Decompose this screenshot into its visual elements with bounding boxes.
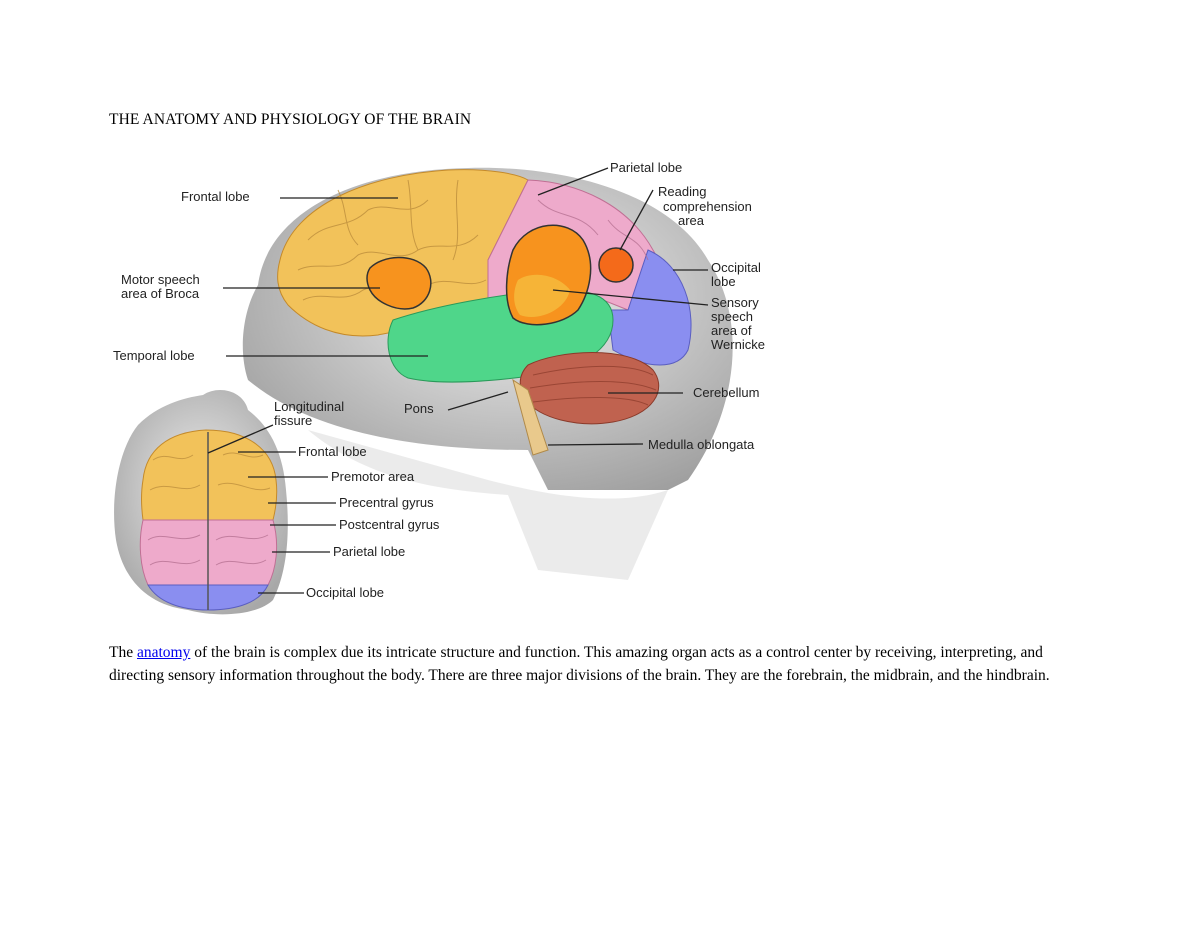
label-pons: Pons (404, 401, 434, 416)
label-sensory-3: area of (711, 323, 752, 338)
cerebellum-region (519, 352, 660, 425)
label-top-postcentral: Postcentral gyrus (339, 517, 440, 532)
brain-anatomy-figure: Frontal lobe Parietal lobe Reading compr… (108, 150, 788, 620)
label-sensory-4: Wernicke (711, 337, 765, 352)
brainstem-region (512, 378, 549, 456)
reading-comprehension-area (598, 247, 634, 283)
label-parietal-lobe: Parietal lobe (610, 160, 682, 175)
label-cerebellum: Cerebellum (693, 385, 759, 400)
anatomy-link[interactable]: anatomy (136, 644, 191, 661)
label-temporal-lobe: Temporal lobe (113, 348, 195, 363)
label-top-parietal-lobe: Parietal lobe (333, 544, 405, 559)
cerebellum-folds (529, 365, 657, 406)
label-reading-3: area (678, 213, 705, 228)
label-sensory-2: speech (711, 309, 753, 324)
paragraph-text-start: The (109, 644, 137, 661)
paragraph-text-rest: of the brain is complex due its intricat… (109, 644, 1050, 684)
label-top-occipital-lobe: Occipital lobe (306, 585, 384, 600)
label-top-longitudinal-2: fissure (274, 413, 312, 428)
label-top-longitudinal-1: Longitudinal (274, 399, 344, 414)
wernicke-inner (514, 274, 570, 318)
top-gyri (149, 452, 271, 491)
head-lower (308, 430, 668, 580)
top-parietal-gyri (147, 534, 269, 566)
broca-area (366, 256, 432, 310)
label-reading-1: Reading (658, 184, 706, 199)
label-motor-2: area of Broca (121, 286, 200, 301)
document-title: THE ANATOMY AND PHYSIOLOGY OF THE BRAIN (109, 111, 472, 128)
label-medulla: Medulla oblongata (648, 437, 755, 452)
label-occipital-2: lobe (711, 274, 736, 289)
label-motor-1: Motor speech (121, 272, 200, 287)
label-reading-2: comprehension (663, 199, 752, 214)
brain-diagram: Frontal lobe Parietal lobe Reading compr… (113, 160, 765, 615)
lateral-leader-lines (223, 167, 709, 446)
occipital-lobe-region (607, 249, 692, 366)
body-paragraph: The anatomy of the brain is complex due … (109, 641, 1099, 687)
label-top-premotor: Premotor area (331, 469, 415, 484)
superior-view: Longitudinal fissure Frontal lobe Premot… (114, 390, 440, 615)
lateral-view: Frontal lobe Parietal lobe Reading compr… (113, 160, 765, 580)
label-sensory-1: Sensory (711, 295, 759, 310)
label-top-frontal-lobe: Frontal lobe (298, 444, 367, 459)
superior-leader-lines (207, 424, 336, 594)
label-top-precentral: Precentral gyrus (339, 495, 434, 510)
label-occipital-1: Occipital (711, 260, 761, 275)
label-frontal-lobe: Frontal lobe (181, 189, 250, 204)
